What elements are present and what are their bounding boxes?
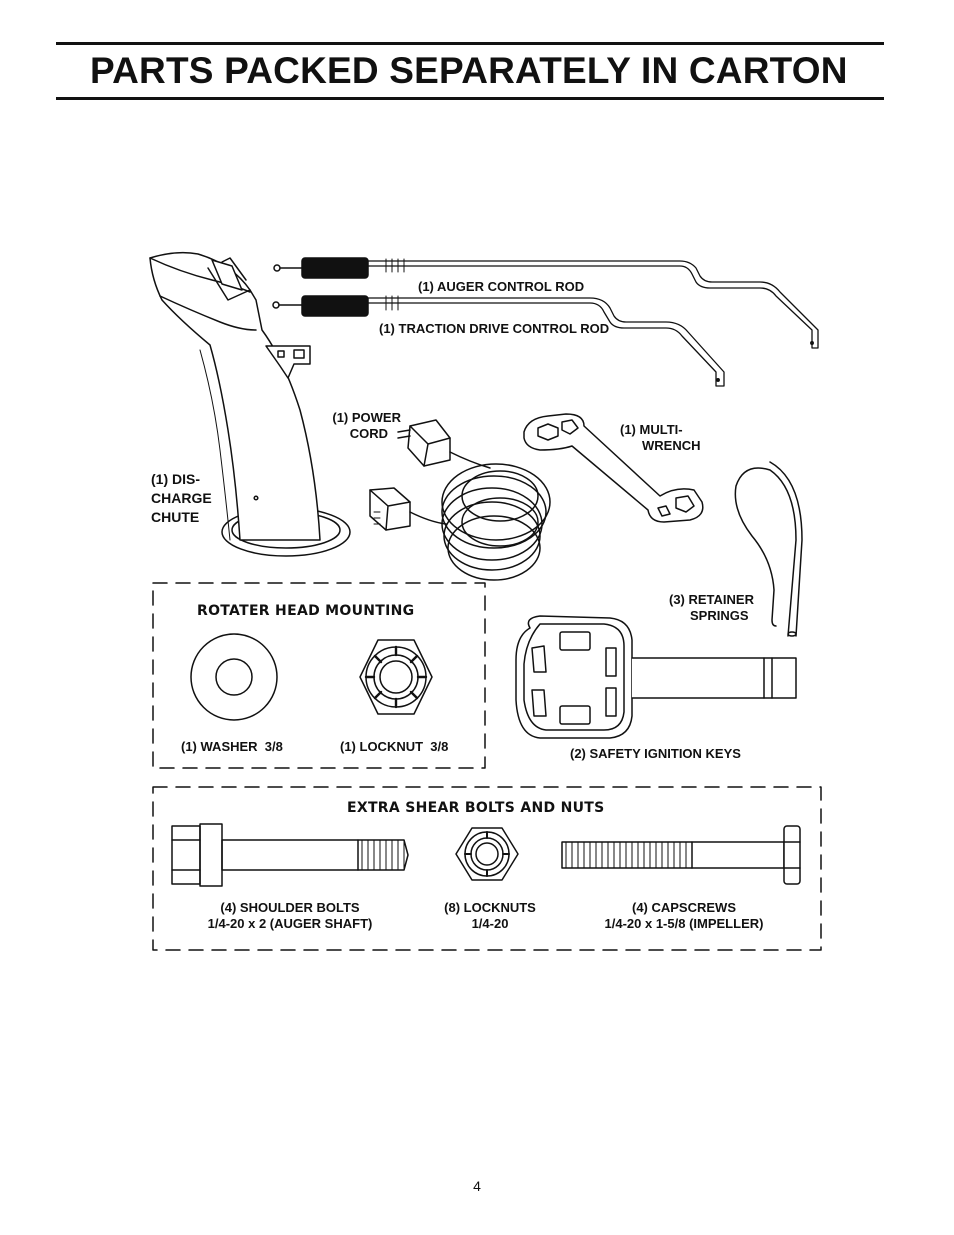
capscrews-label-line2: 1/4-20 x 1-5/8 (IMPELLER) xyxy=(604,916,764,931)
page-title: PARTS PACKED SEPARATELY IN CARTON xyxy=(90,50,848,91)
retainer-springs-label: (3) RETAINER SPRINGS xyxy=(669,592,754,624)
retainer-springs-label-line2: SPRINGS xyxy=(690,608,749,623)
title-rule-top xyxy=(56,42,884,45)
discharge-chute-drawing xyxy=(149,251,351,557)
auger-control-rod-drawing xyxy=(273,257,819,349)
shear-bolts-heading: EXTRA SHEAR BOLTS AND NUTS xyxy=(347,800,605,816)
locknut-large-label: (1) LOCKNUT 3/8 xyxy=(340,739,449,754)
shoulder-bolts-label-line1: (4) SHOULDER BOLTS xyxy=(220,900,360,915)
discharge-chute-label-line1: (1) DIS- xyxy=(151,471,200,487)
capscrews-label: (4) CAPSCREWS 1/4-20 x 1-5/8 (IMPELLER) xyxy=(584,900,784,932)
capscrews-label-line1: (4) CAPSCREWS xyxy=(631,900,736,915)
traction-drive-control-rod-label: (1) TRACTION DRIVE CONTROL ROD xyxy=(379,321,610,336)
shear-bolts-box xyxy=(152,786,822,951)
power-cord-label-line1: (1) POWER xyxy=(332,410,401,425)
washer-label: (1) WASHER 3/8 xyxy=(181,739,283,754)
rotater-head-heading: ROTATER HEAD MOUNTING xyxy=(197,603,415,619)
auger-control-rod-label: (1) AUGER CONTROL ROD xyxy=(418,279,585,294)
safety-ignition-keys-label: (2) SAFETY IGNITION KEYS xyxy=(570,746,741,761)
locknut-large-drawing xyxy=(359,639,433,715)
shoulder-bolt-drawing xyxy=(171,823,409,887)
multi-wrench-label-line2: WRENCH xyxy=(642,438,701,453)
multi-wrench-label-line1: (1) MULTI- xyxy=(620,422,683,437)
traction-drive-control-rod-drawing xyxy=(272,295,725,387)
washer-drawing xyxy=(190,633,278,721)
locknuts-small-label: (8) LOCKNUTS 1/4-20 xyxy=(430,900,550,932)
page-number: 4 xyxy=(473,1178,481,1194)
multi-wrench-drawing xyxy=(523,413,704,523)
locknut-small-drawing xyxy=(455,827,519,881)
discharge-chute-label: (1) DIS- CHARGE CHUTE xyxy=(151,470,212,527)
locknuts-small-label-line1: (8) LOCKNUTS xyxy=(444,900,536,915)
retainer-springs-label-line1: (3) RETAINER xyxy=(669,592,754,607)
shoulder-bolts-label-line2: 1/4-20 x 2 (AUGER SHAFT) xyxy=(207,916,373,931)
discharge-chute-label-line3: CHUTE xyxy=(151,509,200,525)
shoulder-bolts-label: (4) SHOULDER BOLTS 1/4-20 x 2 (AUGER SHA… xyxy=(190,900,390,932)
safety-ignition-key-drawing xyxy=(515,615,797,739)
power-cord-drawing xyxy=(369,419,551,581)
multi-wrench-label: (1) MULTI- WRENCH xyxy=(620,422,701,454)
rotater-head-box xyxy=(152,582,486,769)
title-rule-bottom xyxy=(56,97,884,100)
capscrew-drawing xyxy=(561,825,801,885)
locknuts-small-label-line2: 1/4-20 xyxy=(471,916,509,931)
discharge-chute-label-line2: CHARGE xyxy=(151,490,212,506)
power-cord-label: (1) POWER CORD xyxy=(328,410,401,442)
retainer-spring-drawing xyxy=(734,461,803,637)
power-cord-label-line2: CORD xyxy=(349,426,388,441)
